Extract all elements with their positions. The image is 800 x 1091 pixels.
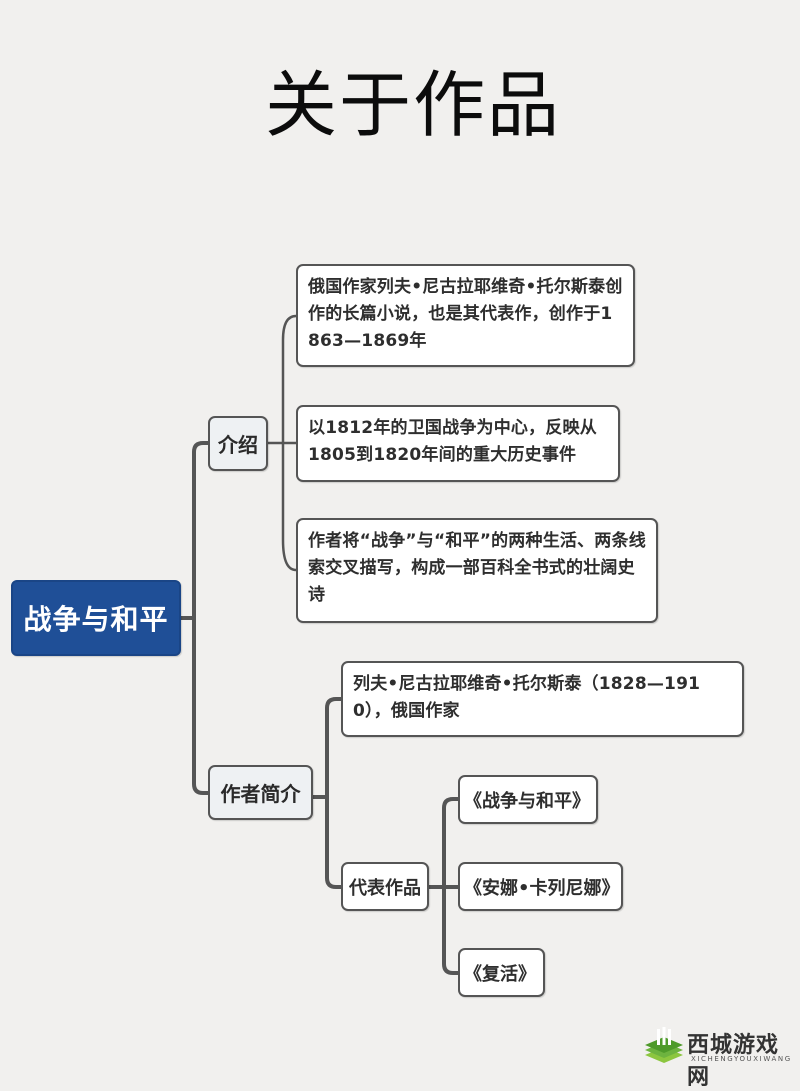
page-title: 关于作品: [264, 63, 561, 147]
connector-lines: [179, 314, 460, 975]
branch-node-author[interactable]: 作者简介: [208, 765, 313, 820]
watermark-logo: 西城游戏网 XICHENGYOUXIWANG: [643, 1025, 799, 1090]
watermark-subtitle: XICHENGYOUXIWANG: [691, 1055, 792, 1063]
intro-leaf-3[interactable]: 作者将“战争”与“和平”的两种生活、两条线索交叉描写，构成一部百科全书式的壮阔史…: [296, 518, 658, 623]
intro-leaf-1[interactable]: 俄国作家列夫•尼古拉耶维奇•托尔斯泰创作的长篇小说，也是其代表作，创作于1863…: [296, 264, 635, 367]
branch-node-intro[interactable]: 介绍: [208, 416, 268, 471]
work-leaf-anna-karenina[interactable]: 《安娜•卡列尼娜》: [458, 862, 623, 911]
wheat-stack-logo-icon: [645, 1027, 683, 1063]
author-info-leaf[interactable]: 列夫•尼古拉耶维奇•托尔斯泰（1828—1910），俄国作家: [341, 661, 744, 737]
root-node[interactable]: 战争与和平: [11, 580, 181, 656]
intro-leaf-2[interactable]: 以1812年的卫国战争为中心，反映从1805到1820年间的重大历史事件: [296, 405, 620, 482]
work-leaf-war-and-peace[interactable]: 《战争与和平》: [458, 775, 598, 824]
work-leaf-resurrection[interactable]: 《复活》: [458, 948, 545, 997]
representative-works-node[interactable]: 代表作品: [341, 862, 429, 911]
